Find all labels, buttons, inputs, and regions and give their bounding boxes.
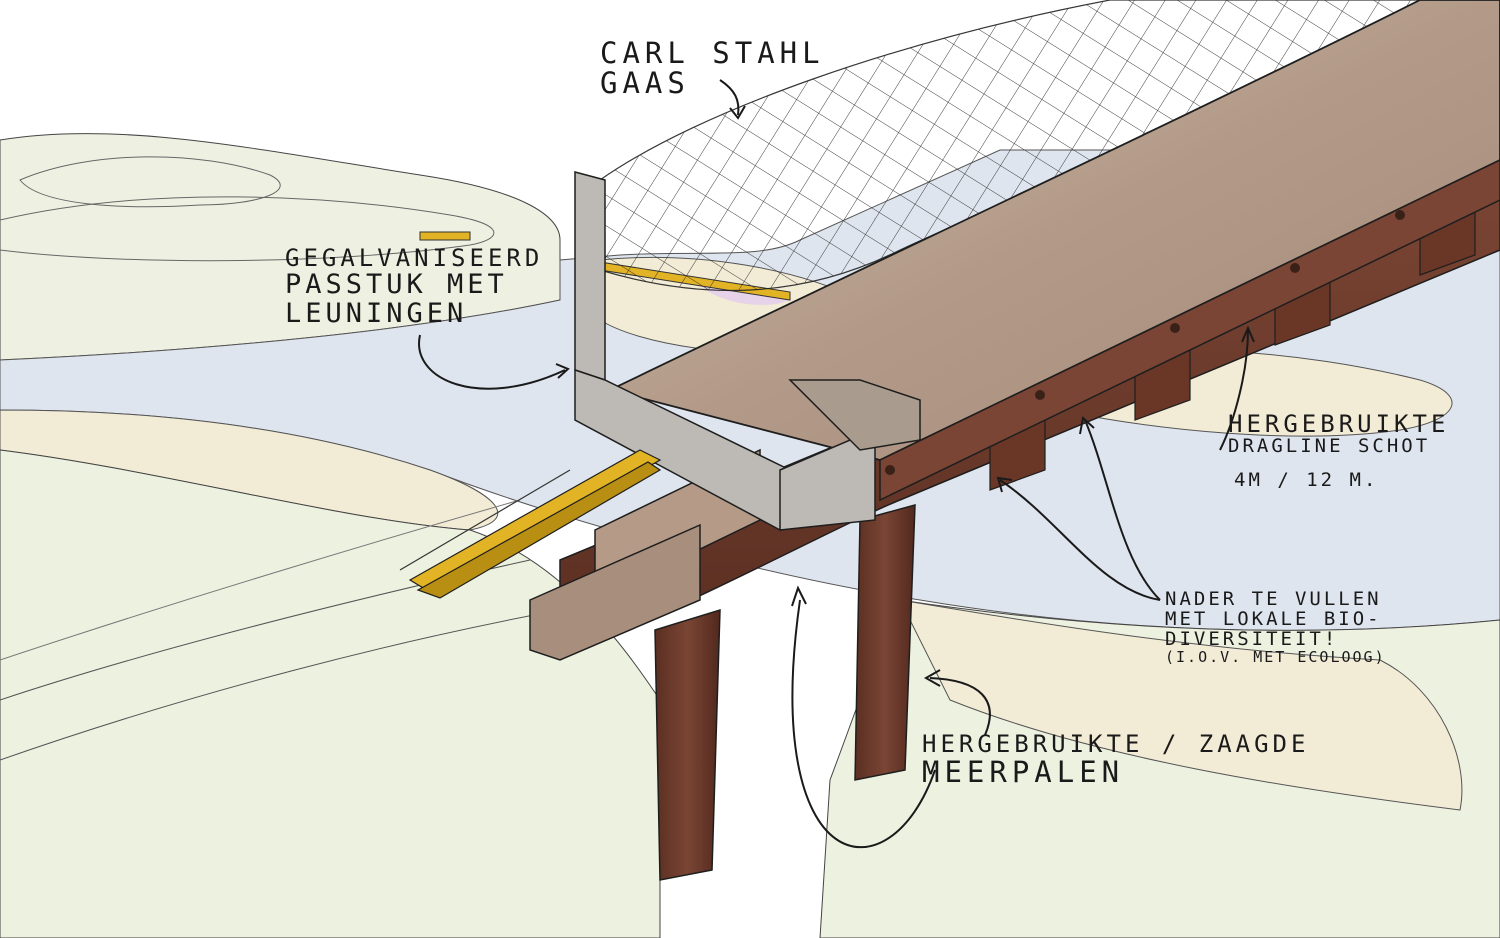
galvanized-fitting [574,171,921,532]
arrow-bio-1 [1084,419,1161,601]
land-lower-left [0,449,661,938]
label-bio-line-4: (i.o.v. met ecoloog) [1165,647,1386,666]
label-carl-stahl-gaas: Carl Stahl Gaas [600,38,825,99]
label-palen-line-1: Hergebruikte / zaagde [922,730,1310,758]
deck-bolts [885,210,1405,475]
hill-contour-2 [0,196,495,262]
leader-arrows [418,79,1255,849]
sand-strip-lower-right [899,599,1463,811]
beam-end-block-lower [529,523,701,661]
label-bio-line-1: Nader te vullen [1165,588,1382,610]
arrow-schot-head [1241,325,1255,343]
ground-line-3 [0,499,521,661]
label-meerpalen: Hergebruikte / zaagde meerpalen [922,730,1310,790]
arrow-passtuk [418,334,566,390]
label-bio-line-3: diversiteit! [1165,627,1339,650]
arrow-palen-2 [929,677,991,736]
label-biodiversiteit: Nader te vullen met lokale bio- diversit… [1165,588,1386,666]
arrow-palen-2-head [923,669,941,687]
label-schot-line-3: 4M / 12 M. [1234,469,1379,492]
label-passtuk-line-1: Gegalvaniseerd [285,244,544,272]
mooring-pile-back [854,504,916,781]
label-schot-line-1: Hergebruikte [1228,410,1450,438]
label-passtuk-line-2: Passtuk met [285,269,508,301]
label-dragline-schot: Hergebruikte Dragline schot 4M / 12 M. [1228,410,1450,492]
mooring-pile-front [654,608,721,881]
arrow-schot [1219,329,1249,451]
arrow-gaas [719,79,740,116]
arrow-passtuk-head [555,363,570,379]
label-gaas-line-1: Carl Stahl [600,36,825,70]
arrow-bio-2-head [996,476,1013,493]
deck-edge [879,159,1500,502]
label-bio-line-2: met lokale bio- [1165,607,1382,630]
label-gaas-line-2: Gaas [600,66,690,101]
arrow-bio-2 [999,479,1161,601]
arrow-bio-1-head [1079,416,1095,435]
label-palen-line-2: meerpalen [922,755,1125,790]
arrow-gaas-head [729,105,746,120]
wooden-deck [607,0,1500,461]
yellow-track [399,449,662,599]
label-gegalvaniseerd-passtuk: Gegalvaniseerd Passtuk met Leuningen [285,244,544,329]
arrow-palen-1-head [791,585,807,607]
ground-line-2 [0,609,561,761]
label-schot-line-2: Dragline schot [1228,435,1431,458]
label-passtuk-line-3: Leuningen [285,297,468,329]
arrow-palen-1 [791,599,936,849]
